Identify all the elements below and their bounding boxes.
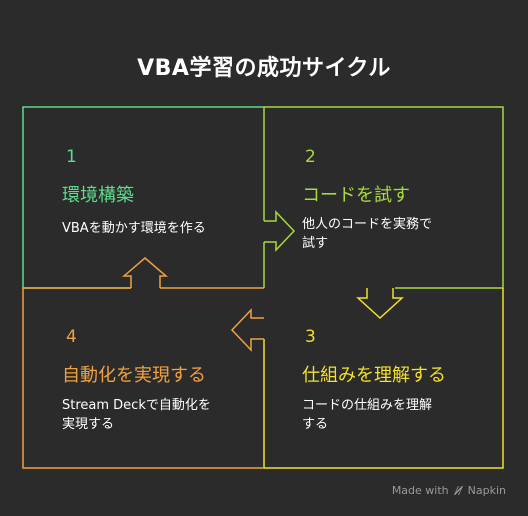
quadrant-3-heading: 仕組みを理解する <box>302 365 446 386</box>
quadrant-1-number: 1 <box>66 147 77 167</box>
diagram-title: VBA学習の成功サイクル <box>137 56 391 81</box>
arrow-2-to-3 <box>356 288 404 320</box>
napkin-logo-icon <box>453 486 463 495</box>
made-with-label: Made with <box>391 484 449 497</box>
quadrant-4-desc: Stream Deckで自動化を 実現する <box>62 398 211 432</box>
quadrant-3-desc: コードの仕組みを理解 する <box>302 398 433 432</box>
quadrant-1-desc: VBAを動かす環境を作る <box>62 221 206 236</box>
brand-label: Napkin <box>467 484 506 497</box>
quadrant-2-heading: コードを試す <box>302 185 410 206</box>
quadrant-2-number: 2 <box>305 147 316 167</box>
quadrant-4-border <box>22 287 264 469</box>
quadrant-1-heading: 環境構築 <box>62 185 134 206</box>
quadrant-2-border <box>264 106 504 289</box>
arrow-3-to-4 <box>230 308 264 352</box>
quadrant-4-heading: 自動化を実現する <box>62 365 206 386</box>
quadrant-3-border <box>263 288 504 469</box>
footer: Made with Napkin <box>392 484 506 497</box>
arrow-4-to-1 <box>121 257 169 288</box>
quadrant-3-number: 3 <box>305 327 316 347</box>
arrow-1-to-2 <box>264 210 296 252</box>
quadrant-4-number: 4 <box>66 327 77 347</box>
quadrant-2-desc: 他人のコードを実務で 試す <box>302 217 433 251</box>
